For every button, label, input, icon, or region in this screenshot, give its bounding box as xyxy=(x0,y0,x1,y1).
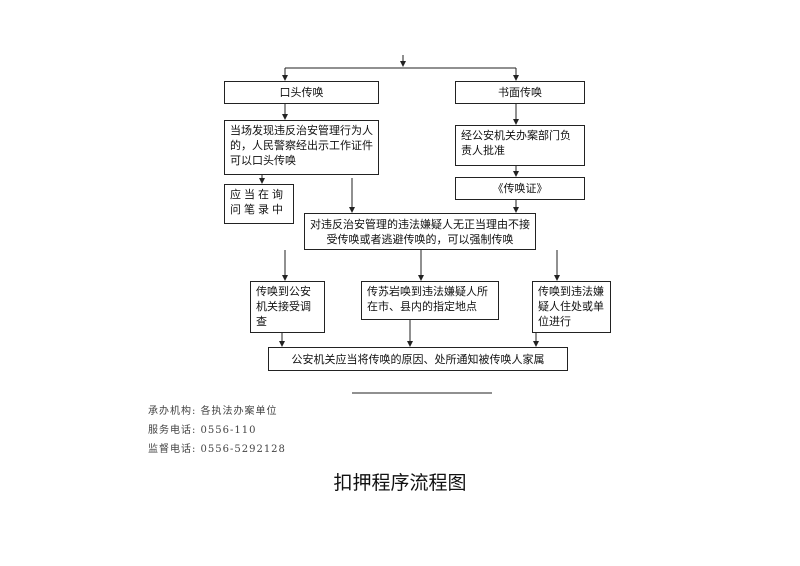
page-title: 扣押程序流程图 xyxy=(333,472,467,494)
to-bureau-box: 传唤到公安机关接受调查 xyxy=(250,281,325,333)
agency-text: 承办机构: 各执法办案单位 xyxy=(148,406,278,417)
to-residence-box: 传唤到违法嫌疑人住处或单位进行 xyxy=(532,281,611,333)
approval-box: 经公安机关办案部门负责人批准 xyxy=(455,125,585,166)
record-box: 应当在询问笔录中 xyxy=(224,184,294,224)
to-location-box: 传苏岩唤到违法嫌疑人所在市、县内的指定地点 xyxy=(361,281,499,320)
oral-summons-box: 口头传唤 xyxy=(224,81,379,104)
forced-summons-box: 对违反治安管理的违法嫌疑人无正当理由不接受传唤或者逃避传唤的，可以强制传唤 xyxy=(304,213,536,250)
written-summons-box: 书面传唤 xyxy=(455,81,585,104)
on-site-box: 当场发现违反治安管理行为人的，人民警察经出示工作证件可以口头传唤 xyxy=(224,120,379,175)
notify-family-box: 公安机关应当将传唤的原因、处所通知被传唤人家属 xyxy=(268,347,568,371)
certificate-box: 《传唤证》 xyxy=(455,177,585,200)
supervise-phone-text: 监督电话: 0556-5292128 xyxy=(148,444,286,455)
service-phone-text: 服务电话: 0556-110 xyxy=(148,425,257,436)
